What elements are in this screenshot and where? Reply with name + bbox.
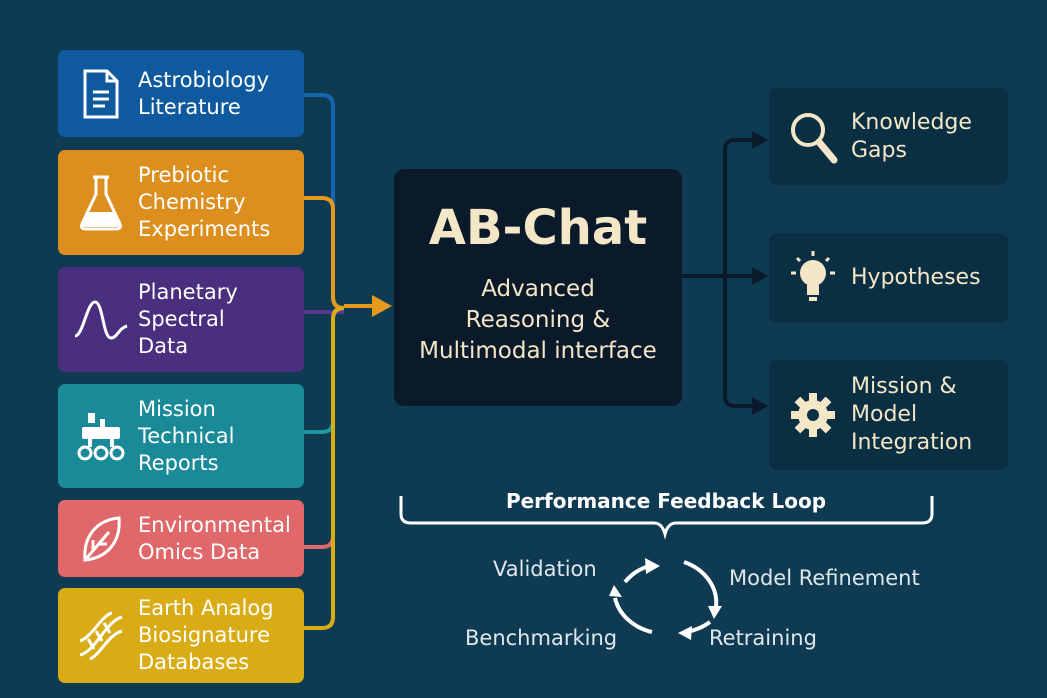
leaf-icon (70, 514, 132, 564)
dna-icon (70, 611, 132, 661)
output-hypotheses: Hypotheses (769, 233, 1008, 323)
core-title: AB-Chat (428, 200, 648, 256)
magnifier-icon (783, 110, 843, 164)
rover-icon (70, 409, 132, 463)
spectrum-wave-icon (70, 298, 132, 342)
output-label: Mission & Model Integration (851, 374, 973, 455)
source-prebiotic-chemistry: Prebiotic Chemistry Experiments (58, 150, 304, 255)
feedback-loop-title: Performance Feedback Loop (505, 489, 827, 513)
loop-label-benchmarking: Benchmarking (465, 626, 618, 650)
gear-icon (783, 390, 843, 440)
flask-icon (70, 174, 132, 232)
output-label: Hypotheses (851, 265, 981, 290)
core-subtitle: Advanced Reasoning & Multimodal interfac… (419, 276, 657, 364)
source-label: Mission Technical Reports (138, 396, 235, 475)
output-knowledge-gaps: Knowledge Gaps (769, 88, 1008, 185)
source-label: Environmental Omics Data (138, 512, 291, 564)
output-label: Knowledge Gaps (851, 109, 972, 163)
source-label: Prebiotic Chemistry Experiments (138, 163, 271, 241)
source-planetary-spectral: Planetary Spectral Data (58, 267, 304, 372)
loop-label-validation: Validation (493, 557, 597, 581)
output-mission-model-integration: Mission & Model Integration (769, 360, 1008, 470)
loop-label-retraining: Retraining (709, 626, 817, 650)
source-earth-analog: Earth Analog Biosignature Databases (58, 588, 304, 683)
ab-chat-core: AB-Chat Advanced Reasoning & Multimodal … (394, 169, 682, 406)
cycle-arrows-icon (613, 560, 719, 634)
source-label: Earth Analog Biosignature Databases (138, 596, 274, 674)
source-astrobiology-literature: Astrobiology Literature (58, 50, 304, 137)
source-label: Planetary Spectral Data (138, 280, 238, 358)
loop-label-model-refinement: Model Refinement (729, 566, 920, 590)
source-label: Astrobiology Literature (138, 67, 270, 119)
source-mission-reports: Mission Technical Reports (58, 384, 304, 488)
document-icon (70, 68, 132, 120)
source-environmental-omics: Environmental Omics Data (58, 500, 304, 577)
lightbulb-icon (783, 251, 843, 305)
